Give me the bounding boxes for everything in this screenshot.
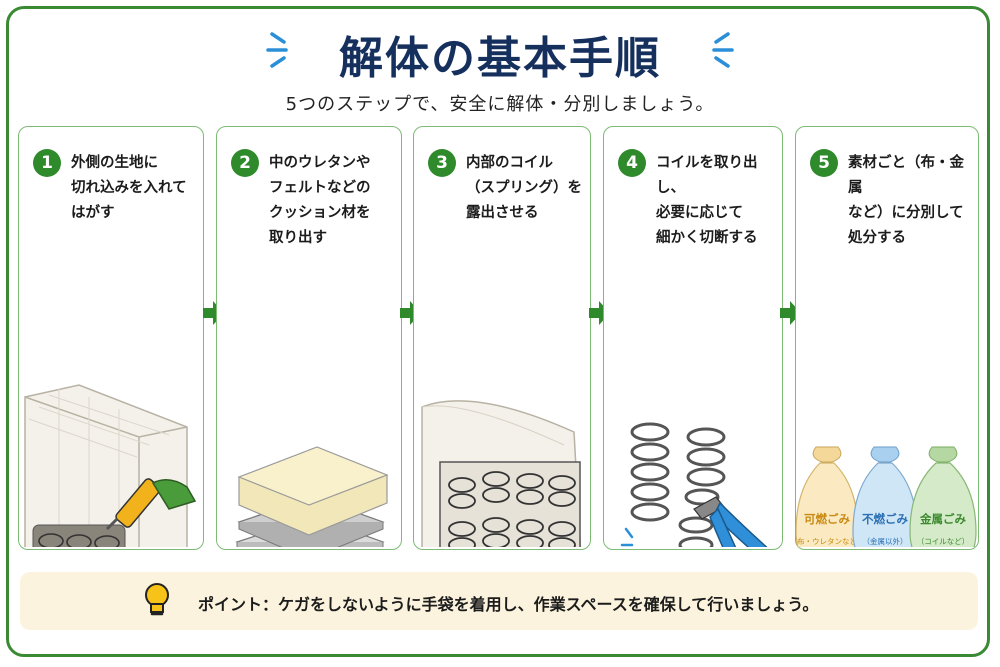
step-number-badge: 4 — [618, 149, 646, 177]
cushion-layers-illustration — [235, 446, 389, 547]
coil-cutting-illustration — [620, 422, 768, 547]
page-subtitle: 5つのステップで、安全に解体・分別しましょう。 — [285, 94, 715, 115]
bag-label: 金属ごみ — [919, 512, 966, 526]
step-text: 素材ごと（布・金属 など）に分別して 処分する — [848, 155, 964, 246]
step-card-5: 5 素材ごと（布・金属 など）に分別して 処分する 可燃ごみ （布・ウレタンなど… — [795, 126, 979, 550]
non-burnable-bag-icon: 不燃ごみ （金属以外） — [852, 446, 918, 547]
page-title: 解体の基本手順 — [339, 33, 661, 84]
mattress-cut-illustration — [24, 384, 197, 547]
step-text: コイルを取り出し、 必要に応じて 細かく切断する — [656, 155, 758, 246]
bag-label: 不燃ごみ — [862, 512, 908, 526]
step-card-4: 4 コイルを取り出し、 必要に応じて 細かく切断する — [603, 126, 783, 550]
bag-sublabel: （コイルなど） — [917, 537, 970, 546]
garbage-bags-illustration: 可燃ごみ （布・ウレタンなど） 不燃ごみ （金属以外） 金属ごみ （コイルなど） — [796, 446, 977, 547]
step-card-1: 1 外側の生地に 切れ込みを入れて はがす — [18, 126, 204, 550]
arrow-right-icon — [780, 301, 801, 325]
tip-box: ポイント：ケガをしないように手袋を着用し、作業スペースを確保して行いましょう。 — [20, 572, 978, 630]
sparkle-left-icon — [266, 32, 288, 68]
bag-sublabel: （金属以外） — [863, 536, 908, 546]
step-card-2: 2 中のウレタンや フェルトなどの クッション材を 取り出す — [216, 126, 402, 550]
step-number-badge: 3 — [428, 149, 456, 177]
arrow-right-icon — [589, 301, 610, 325]
lightbulb-icon — [145, 583, 169, 616]
exposed-coils-illustration — [421, 400, 582, 547]
burnable-bag-icon: 可燃ごみ （布・ウレタンなど） — [796, 446, 865, 547]
step-number-badge: 5 — [810, 149, 838, 177]
arrow-right-icon — [400, 301, 421, 325]
arrow-right-icon — [203, 301, 224, 325]
bag-label: 可燃ごみ — [804, 512, 850, 526]
sparkle-right-icon — [712, 32, 734, 68]
bag-sublabel: （布・ウレタンなど） — [796, 536, 865, 546]
step-number-badge: 2 — [231, 149, 259, 177]
tip-text: ポイント：ケガをしないように手袋を着用し、作業スペースを確保して行いましょう。 — [198, 595, 819, 614]
step-text: 外側の生地に 切れ込みを入れて はがす — [71, 155, 187, 221]
step-text: 中のウレタンや フェルトなどの クッション材を 取り出す — [269, 155, 371, 246]
step-card-3: 3 内部のコイル （スプリング）を 露出させる — [413, 126, 591, 550]
step-text: 内部のコイル （スプリング）を 露出させる — [466, 155, 582, 221]
step-number-badge: 1 — [33, 149, 61, 177]
metal-bag-icon: 金属ごみ （コイルなど） — [909, 446, 977, 547]
